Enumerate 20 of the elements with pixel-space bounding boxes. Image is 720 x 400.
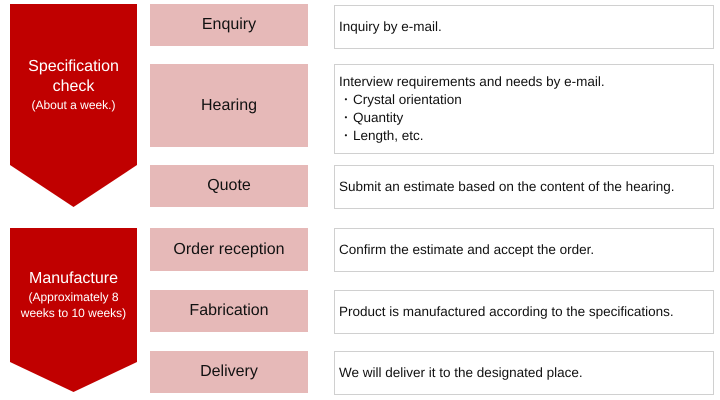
bullet-item: ・Length, etc. bbox=[339, 127, 425, 145]
description-text: Interview requirements and needs by e-mail. bbox=[339, 73, 606, 91]
description-panel: Submit an estimate based on the content of the hearing. bbox=[334, 165, 714, 209]
process-step: Hearing bbox=[150, 64, 308, 147]
description-panel: Inquiry by e-mail. bbox=[334, 5, 714, 49]
phase-title: Specification check bbox=[27, 56, 120, 96]
description-panel: Confirm the estimate and accept the order. bbox=[334, 228, 714, 272]
description-panel bbox=[334, 64, 714, 154]
description-panel: Product is manufactured according to the specifications. bbox=[334, 290, 714, 334]
process-step: Quote bbox=[150, 165, 308, 207]
phase-title: Manufacture bbox=[28, 269, 119, 289]
process-step: Fabrication bbox=[150, 290, 308, 332]
description-panel: We will deliver it to the designated place. bbox=[334, 351, 714, 395]
phase-duration: (About a week.) bbox=[30, 96, 117, 112]
phase-duration: (Approximately 8 weeks to 10 weeks) bbox=[20, 289, 128, 321]
bullet-item: ・Quantity bbox=[339, 109, 404, 127]
bullet-item: ・Crystal orientation bbox=[339, 91, 463, 109]
process-step: Delivery bbox=[150, 351, 308, 393]
process-step: Order reception bbox=[150, 228, 308, 271]
process-step: Enquiry bbox=[150, 4, 308, 46]
